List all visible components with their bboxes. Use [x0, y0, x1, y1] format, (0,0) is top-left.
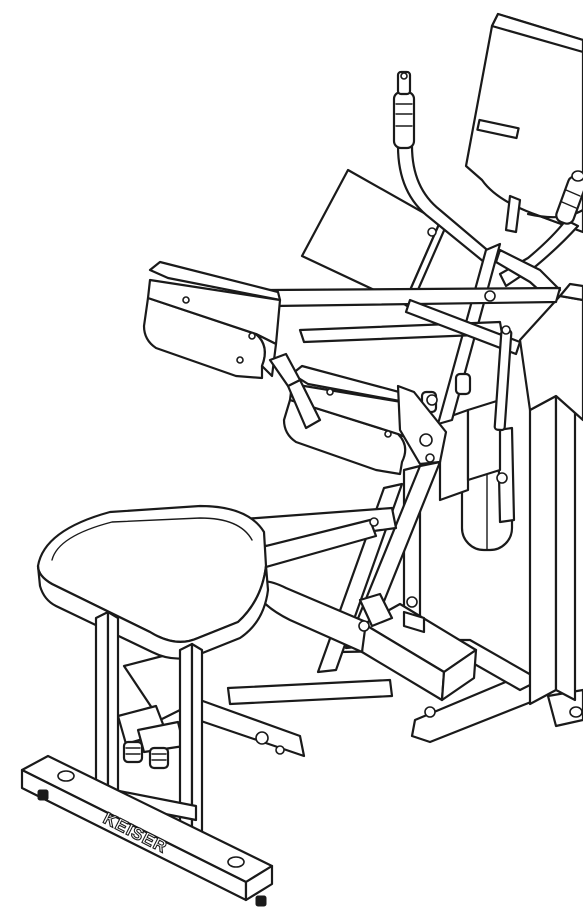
- handlebar-left: [392, 70, 494, 264]
- front-upright: [518, 282, 583, 706]
- thigh-pad-upper: [142, 260, 282, 380]
- knee-pad-board: [300, 168, 448, 310]
- adjustment-knobs: [116, 650, 394, 770]
- foot-platform: [252, 580, 478, 718]
- rear-base-foot: KEISER: [20, 754, 274, 907]
- linkage-struts: [268, 242, 562, 432]
- display-console: [464, 12, 583, 234]
- seat: [36, 504, 270, 660]
